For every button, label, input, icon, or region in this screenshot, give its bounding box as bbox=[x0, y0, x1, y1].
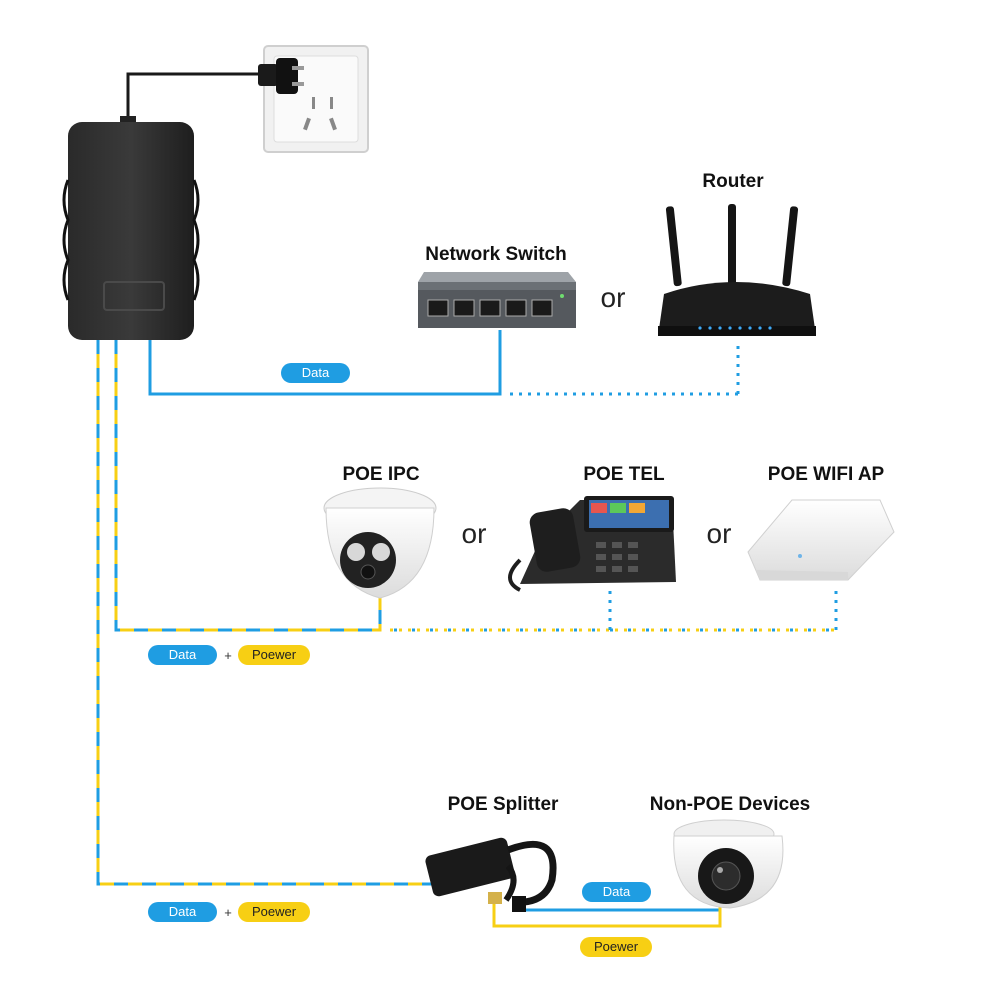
plus-sign: + bbox=[224, 648, 232, 663]
network-switch-icon bbox=[418, 272, 576, 328]
poe-wifi-ap-label: POE WIFI AP bbox=[767, 464, 885, 485]
power-tag: Poewer bbox=[238, 902, 310, 922]
voip-phone-icon bbox=[508, 496, 676, 592]
dome-camera-icon bbox=[673, 819, 784, 909]
poe-tel-label: POE TEL bbox=[583, 464, 665, 485]
poe-ipc-label: POE IPC bbox=[342, 464, 420, 485]
router-label: Router bbox=[702, 171, 764, 192]
power-tag: Poewer bbox=[580, 937, 652, 957]
wifi-access-point-icon bbox=[747, 499, 895, 581]
power-plug-icon bbox=[126, 58, 304, 120]
ip-camera-icon bbox=[323, 487, 437, 599]
poe-cable-splitter bbox=[96, 340, 432, 886]
or-label: or bbox=[461, 518, 487, 549]
data-cable-switch bbox=[148, 330, 740, 396]
data-tag: Data bbox=[148, 902, 217, 922]
plus-sign: + bbox=[224, 905, 232, 920]
network-switch-label: Network Switch bbox=[425, 244, 567, 265]
poe-splitter-label: POE Splitter bbox=[447, 794, 559, 815]
poe-splitter-icon bbox=[425, 837, 557, 912]
data-tag: Data bbox=[281, 363, 350, 383]
poe-injector-icon bbox=[62, 116, 200, 340]
poe-cable-devices bbox=[114, 340, 838, 632]
or-label: or bbox=[706, 518, 732, 549]
non-poe-devices-label: Non-POE Devices bbox=[649, 794, 811, 815]
data-tag: Data bbox=[582, 882, 651, 902]
power-tag: Poewer bbox=[238, 645, 310, 665]
router-icon bbox=[658, 204, 816, 336]
data-tag: Data bbox=[148, 645, 217, 665]
or-label: or bbox=[600, 282, 626, 313]
